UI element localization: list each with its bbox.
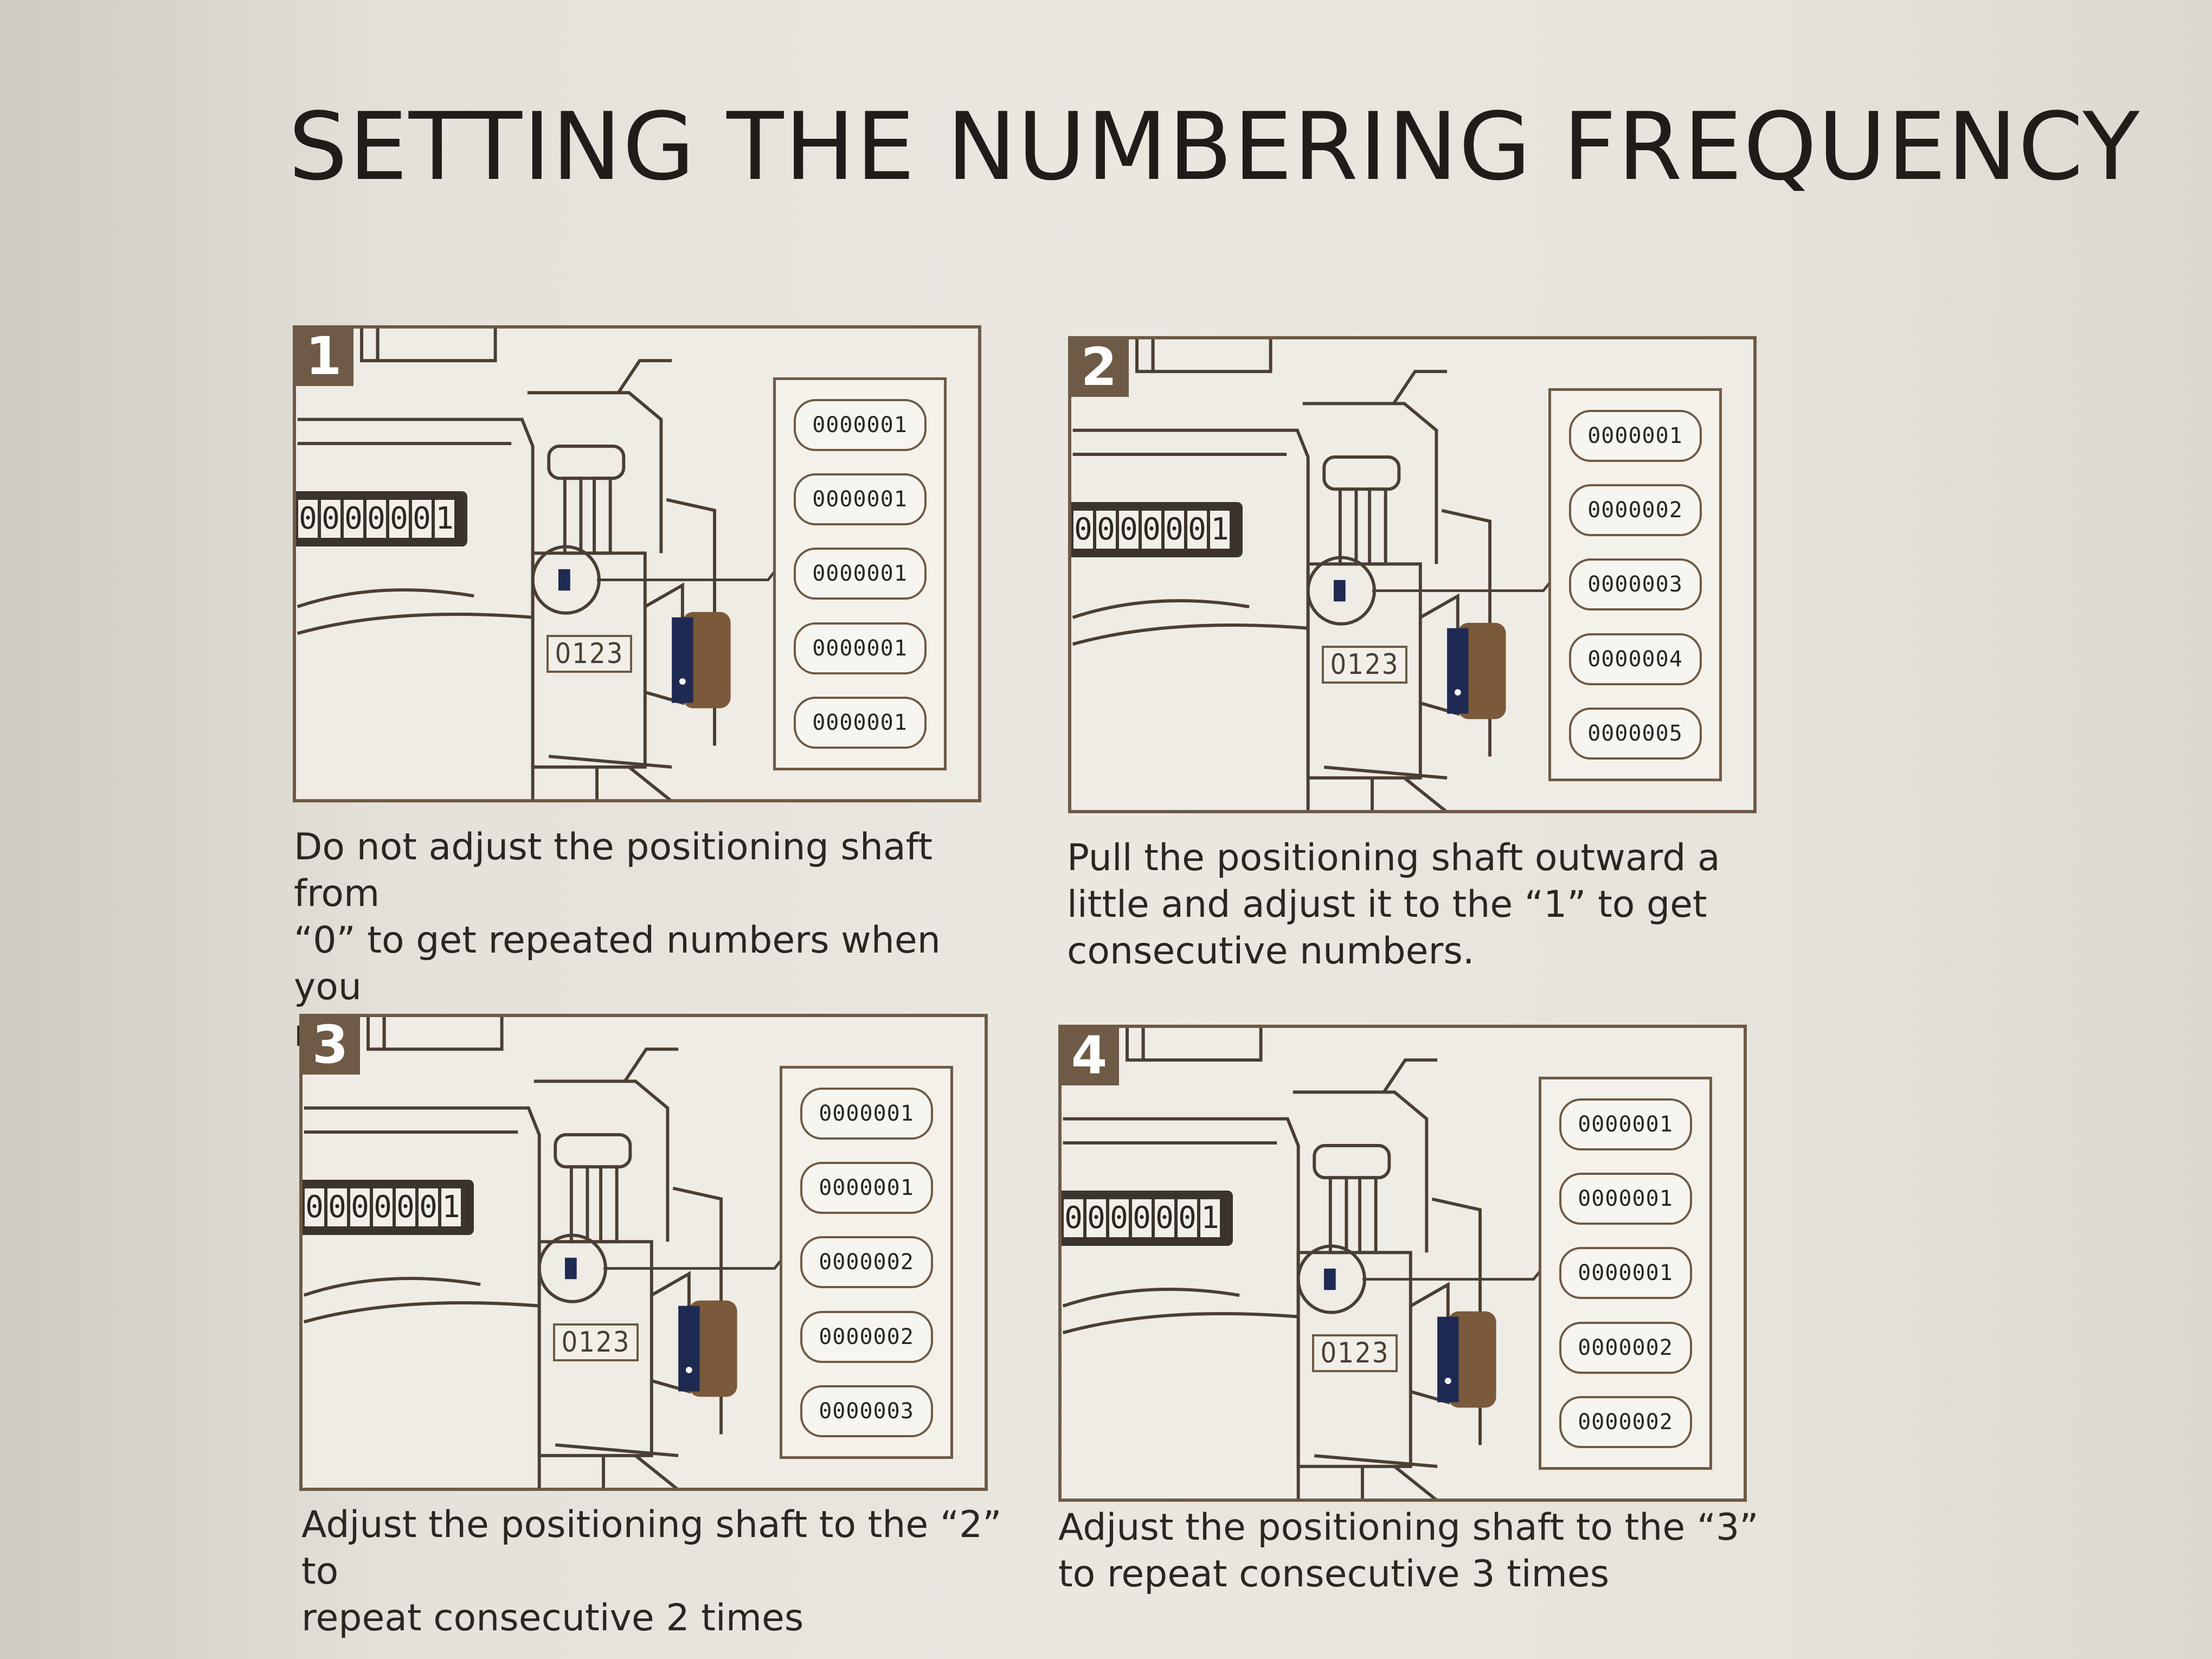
printed-label: 0000001 [793,622,927,674]
caption-line: Pull the positioning shaft outward a [1067,837,1720,879]
printed-label: 0000001 [1559,1247,1692,1300]
step-number-badge: 3 [303,1017,360,1075]
printed-label: 0000002 [800,1310,933,1363]
printed-label: 0000001 [793,697,927,749]
printed-label: 0000002 [1568,484,1702,537]
counter-digit: 0 [1187,511,1207,549]
numbering-machine-drawing [1072,339,1587,810]
caption-line: Do not adjust the positioning shaft from [294,826,933,915]
step-caption-3: Adjust the positioning shaft to the “2” … [301,1502,1006,1642]
counter-digit: 0 [396,1188,415,1226]
counter-digit: 0 [1165,511,1184,549]
printed-label: 0000003 [1568,558,1702,611]
counter-digit: 0 [1064,1199,1083,1237]
printed-label: 0000001 [1559,1173,1692,1225]
positioning-dial-scale: 0123 [553,1323,639,1361]
counter-digit: 0 [366,500,386,538]
numbering-machine-drawing [303,1017,819,1488]
printed-label: 0000001 [1568,409,1702,462]
caption-line: Adjust the positioning shaft to the “2” … [301,1503,1002,1593]
printed-label: 0000001 [793,548,927,600]
counter-digit: 0 [327,1188,347,1226]
printed-label: 0000002 [1559,1321,1692,1374]
positioning-dial-scale: 0123 [1312,1334,1398,1372]
printed-label: 0000001 [1559,1098,1692,1150]
counter-digit: 0 [350,1188,370,1226]
counter-digit: 0 [344,500,363,538]
step-number-badge: 2 [1071,339,1129,397]
page-title: SETTING THE NUMBERING FREQUENCY [288,92,2141,201]
printed-label: 0000001 [793,398,927,451]
counter-digit: 0 [1096,511,1116,549]
printed-label: 0000001 [800,1162,933,1214]
counter-digit: 0 [412,500,432,538]
printed-label: 0000001 [793,473,927,526]
printed-label: 0000001 [800,1087,933,1140]
counter-digit: 1 [435,500,454,538]
counter-digit: 0 [1155,1199,1174,1237]
positioning-dial-scale: 0123 [546,635,632,673]
step-number-badge: 1 [296,329,353,386]
counter-digit: 0 [321,500,340,538]
printed-labels-strip: 0000001 0000001 0000001 0000001 0000001 [773,377,947,770]
printed-label: 0000002 [1559,1396,1692,1449]
counter-digit: 1 [441,1188,461,1226]
counter-digit: 0 [1073,511,1093,549]
counter-digit: 0 [1119,511,1139,549]
printed-labels-strip: 0000001 0000002 0000003 0000004 0000005 [1548,388,1722,781]
counter-digit: 0 [1178,1199,1197,1237]
counter-digit: 1 [1210,511,1230,549]
numbering-machine-drawing [1062,1028,1578,1499]
printed-labels-strip: 0000001 0000001 0000001 0000002 0000002 [1539,1077,1712,1470]
counter-digit: 0 [373,1188,393,1226]
printed-label: 0000005 [1568,708,1702,760]
counter-digit: 0 [298,500,318,538]
caption-line: “0” to get repeated numbers when you [294,919,941,1008]
caption-line: to repeat consecutive 3 times [1058,1553,1610,1596]
printed-label: 0000003 [800,1385,933,1438]
positioning-dial-scale: 0123 [1322,646,1407,684]
counter-digit: 0 [389,500,409,538]
counter-digit: 0 [1086,1199,1106,1237]
counter-digit: 0 [1109,1199,1129,1237]
step-number-badge: 4 [1062,1028,1119,1085]
caption-line: Adjust the positioning shaft to the “3” [1058,1506,1759,1549]
printed-label: 0000002 [800,1236,933,1289]
step-caption-4: Adjust the positioning shaft to the “3”t… [1058,1504,1763,1598]
printed-label: 0000004 [1568,633,1702,685]
counter-digit: 0 [1142,511,1161,549]
counter-digit: 0 [419,1188,438,1226]
caption-line: repeat consecutive 2 times [301,1597,804,1639]
caption-line: consecutive numbers. [1067,930,1475,973]
numbering-machine-drawing [297,329,812,799]
printed-labels-strip: 0000001 0000001 0000002 0000002 0000003 [780,1066,953,1459]
counter-digit: 0 [1132,1199,1152,1237]
counter-digit: 0 [305,1188,324,1226]
caption-line: little and adjust it to the “1” to get [1067,883,1707,926]
counter-digit: 1 [1200,1199,1220,1237]
